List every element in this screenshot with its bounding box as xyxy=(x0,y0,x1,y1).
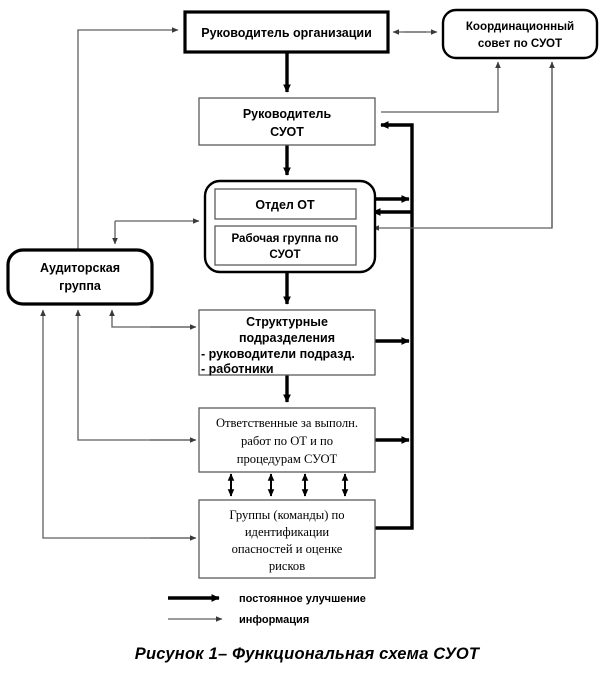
improvement-bus-line xyxy=(375,121,414,530)
node-audit-group-line-0: Аудиторская xyxy=(40,261,120,275)
node-head-org-line-0: Руководитель организации xyxy=(201,26,372,40)
node-work-group[interactable]: Рабочая группа по СУОТ xyxy=(214,225,357,266)
node-struct-line-0: Структурные xyxy=(246,315,328,329)
node-ot-group-container: Отдел ОТ Рабочая группа по СУОТ xyxy=(203,179,377,274)
edge-otgroup-council-return xyxy=(372,62,553,231)
node-head-org[interactable]: Руководитель организации xyxy=(183,10,390,54)
node-dept-ot[interactable]: Отдел ОТ xyxy=(214,188,357,220)
node-council-line-0: Координационный xyxy=(466,20,574,33)
node-audit-group[interactable]: Аудиторская группа xyxy=(6,248,154,306)
edge-riskteams-to-audit xyxy=(40,309,193,539)
node-structural-units[interactable]: Структурные подразделения - руководители… xyxy=(198,309,376,376)
legend-item-information: информация xyxy=(168,614,309,626)
figure-caption: Рисунок 1– Функциональная схема СУОТ xyxy=(134,645,480,663)
legend: постоянное улучшение информация xyxy=(168,593,366,626)
node-risk-teams-line-1: идентификации xyxy=(245,525,330,539)
edge-responsible-to-audit xyxy=(75,309,193,441)
edge-audit-to-head-org xyxy=(77,27,179,250)
node-work-group-line-0: Рабочая группа по xyxy=(231,232,338,245)
node-council-line-1: совет по СУОТ xyxy=(478,37,562,50)
legend-label-improvement: постоянное улучшение xyxy=(239,593,366,605)
node-responsible-line-2: процедурам СУОТ xyxy=(237,452,338,466)
legend-label-information: информация xyxy=(239,614,309,626)
node-responsible-line-0: Ответственные за выполн. xyxy=(216,416,358,430)
node-dept-ot-line-0: Отдел ОТ xyxy=(255,198,315,212)
node-coordination-council[interactable]: Координационный совет по СУОТ xyxy=(441,8,599,60)
node-risk-teams[interactable]: Группы (команды) по идентификации опасно… xyxy=(198,499,376,579)
node-risk-teams-line-0: Группы (команды) по xyxy=(229,508,344,522)
node-responsible[interactable]: Ответственные за выполн. работ по ОТ и п… xyxy=(198,407,376,473)
node-head-sout-line-0: Руководитель xyxy=(243,107,332,121)
edge-struct-to-audit xyxy=(109,309,193,328)
connector-layer xyxy=(40,27,555,541)
node-struct-bullet-0: - руководители подразд. xyxy=(201,347,355,361)
node-head-sout[interactable]: Руководитель СУОТ xyxy=(198,97,376,146)
node-head-sout-line-1: СУОТ xyxy=(270,125,304,139)
node-struct-bullet-1: - работники xyxy=(201,362,274,376)
node-audit-group-line-1: группа xyxy=(59,279,102,293)
legend-item-improvement: постоянное улучшение xyxy=(168,593,366,605)
edge-headsout-to-council xyxy=(381,61,501,113)
node-responsible-line-1: работ по ОТ и по xyxy=(241,434,333,448)
node-risk-teams-line-3: рисков xyxy=(269,559,305,573)
node-work-group-line-1: СУОТ xyxy=(269,248,300,261)
node-risk-teams-line-2: опасностей и оценке xyxy=(232,542,343,556)
node-struct-line-1: подразделения xyxy=(239,331,335,345)
